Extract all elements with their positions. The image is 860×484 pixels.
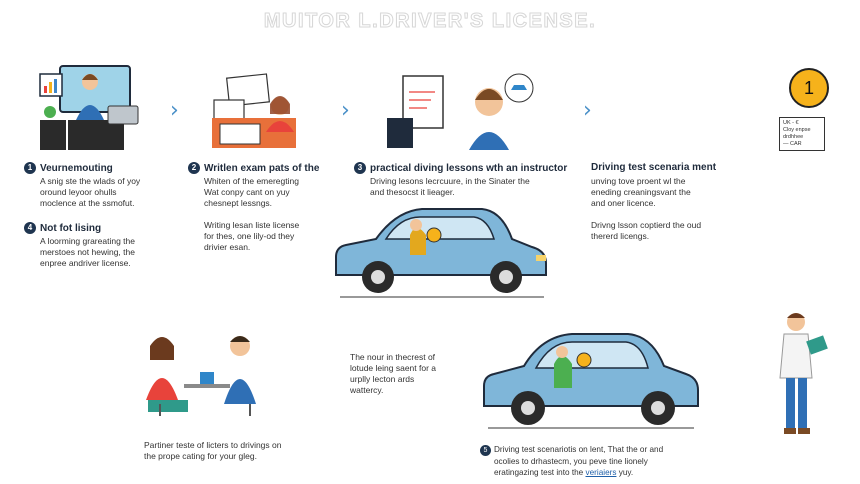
car-with-learner-illustration <box>335 208 547 298</box>
computer-user-illustration <box>39 65 139 150</box>
driving-test-heading: Driving test scenaria ment <box>591 162 717 173</box>
two-people-illustration <box>146 336 256 416</box>
car-driving-test-illustration <box>483 333 699 429</box>
veriaiers-link[interactable]: veriaiers <box>585 468 617 477</box>
practical-lesson-illustration <box>387 73 534 150</box>
page-title: MUITOR L.DRIVER'S LICENSE. <box>263 10 597 33</box>
written-exam-illustration <box>212 73 296 148</box>
bottom-left-note: Partiner teste of licters to drivings on… <box>144 440 282 461</box>
chevron-right-icon: › <box>170 98 179 123</box>
chevron-right-icon-3: › <box>583 98 592 123</box>
step-number-badge: 1 <box>789 68 829 108</box>
examiner-illustration <box>779 313 828 434</box>
step-3-text: Driving lesons lecrcuure, in the Sinater… <box>370 176 530 197</box>
chevron-right-icon-2: › <box>341 98 350 123</box>
